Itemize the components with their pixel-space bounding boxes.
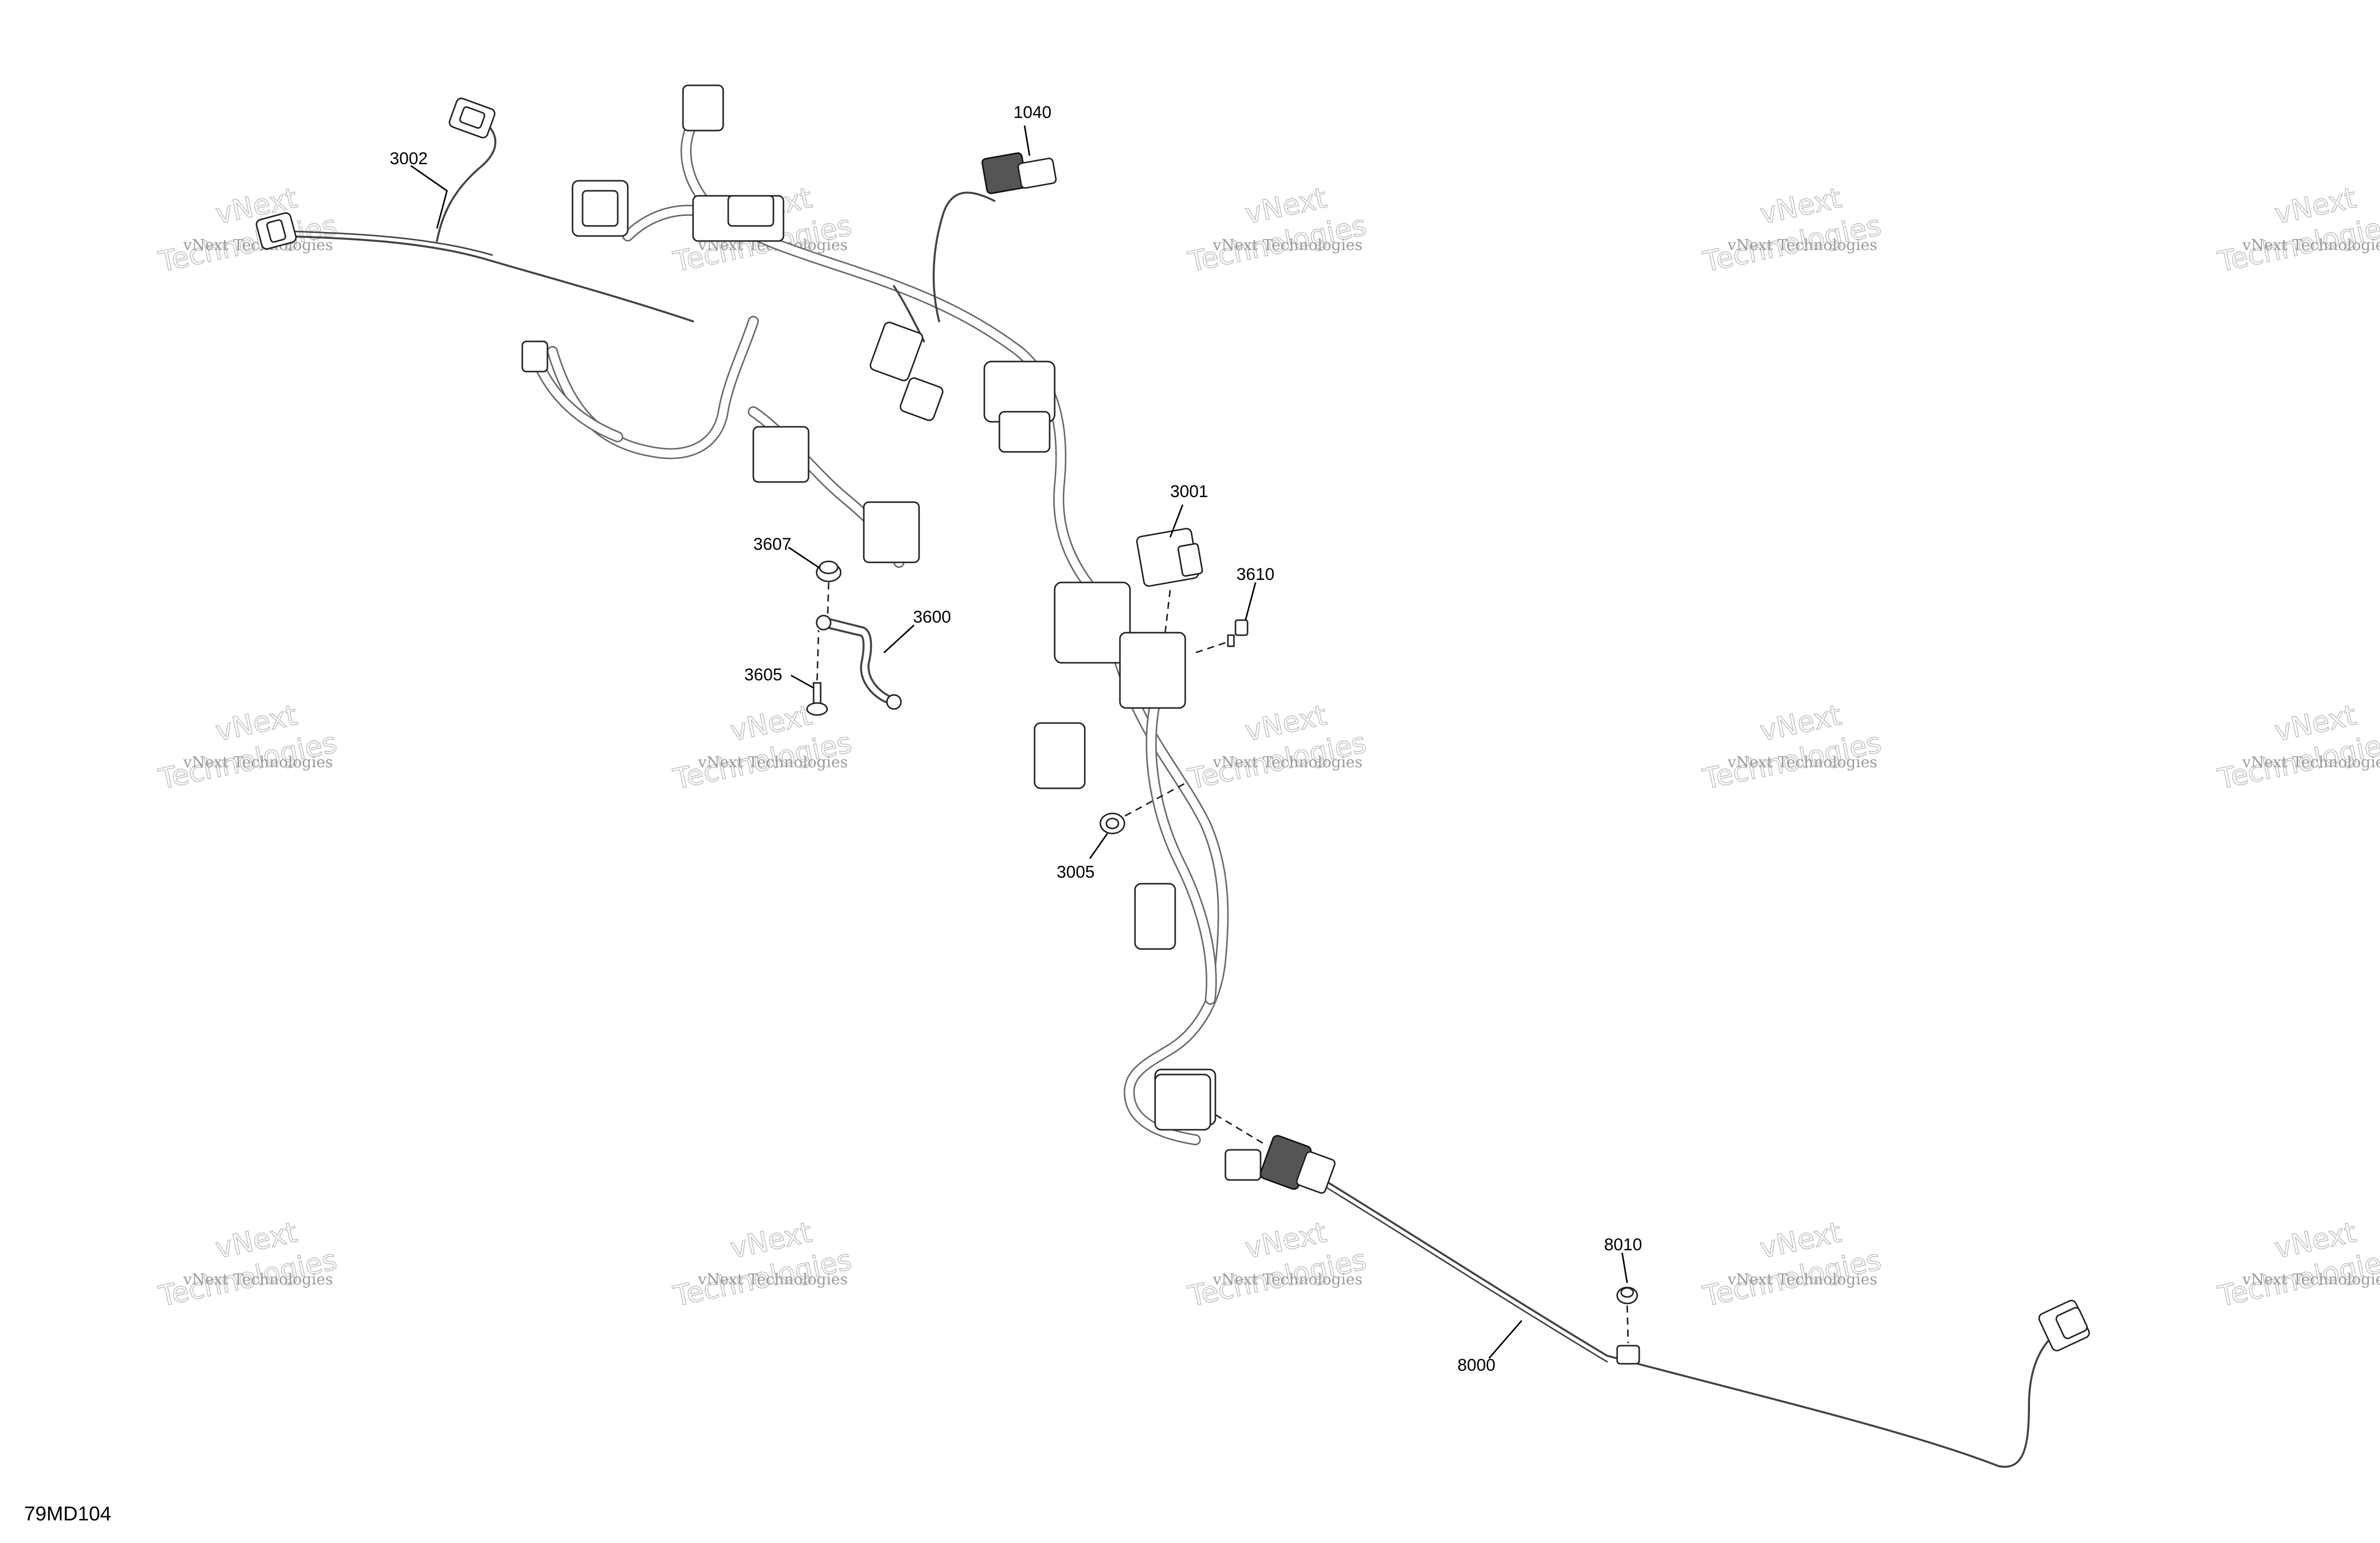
callout-3002: 3002 (390, 149, 428, 168)
main-harness (256, 84, 2090, 1468)
watermark-small: vNext Technologies (1727, 236, 1877, 254)
watermark-small: vNext Technologies (2242, 236, 2380, 254)
callout-8000: 8000 (1457, 1356, 1496, 1375)
callout-3005: 3005 (1057, 863, 1095, 882)
watermark-small: vNext Technologies (698, 754, 848, 771)
part-3605-bolt (806, 682, 828, 716)
watermark-small: vNext Technologies (2242, 754, 2380, 771)
watermark-small: vNext Technologies (1727, 1271, 1877, 1288)
left-small-connector (521, 340, 548, 373)
part-3005-grommet (1099, 812, 1125, 835)
callout-3600: 3600 (913, 608, 951, 627)
watermark-small: vNext Technologies (1212, 236, 1363, 254)
watermark-small: vNext Technologies (183, 236, 333, 254)
part-3610-screw (1227, 619, 1249, 647)
watermark-small: vNext Technologies (183, 754, 333, 771)
watermark-small: vNext Technologies (1727, 754, 1877, 771)
part-3001-relay (1136, 528, 1203, 587)
figure-code: 79MD104 (24, 1503, 111, 1525)
center-connector-cluster (572, 84, 920, 563)
watermark-small: vNext Technologies (183, 1271, 333, 1288)
callout-3605: 3605 (744, 665, 782, 684)
callout-3610: 3610 (1236, 565, 1275, 584)
connector-3002-end (256, 212, 297, 250)
harness-mid-cluster (983, 361, 1216, 1126)
watermark-small: vNext Technologies (1212, 754, 1363, 771)
part-8010-clip (1616, 1286, 1640, 1365)
callout-8010: 8010 (1604, 1235, 1642, 1254)
callout-3001: 3001 (1170, 482, 1208, 501)
sensor-8000-end (2038, 1299, 2090, 1352)
watermark-small: vNext Technologies (2242, 1271, 2380, 1288)
small-connectors-mid (869, 321, 944, 421)
part-3600-ground-strap (816, 615, 902, 710)
watermark-small: vNext Technologies (698, 1271, 848, 1288)
connector-3002-top (448, 97, 496, 139)
part-3607-nut (816, 560, 842, 582)
connector-1040 (981, 152, 1057, 194)
lower-connector-pair (1154, 1074, 1336, 1194)
callout-1040: 1040 (1013, 103, 1052, 122)
watermark-small: vNext Technologies (1212, 1271, 1363, 1288)
leader-lines (410, 125, 1628, 1359)
callout-3607: 3607 (753, 535, 791, 554)
